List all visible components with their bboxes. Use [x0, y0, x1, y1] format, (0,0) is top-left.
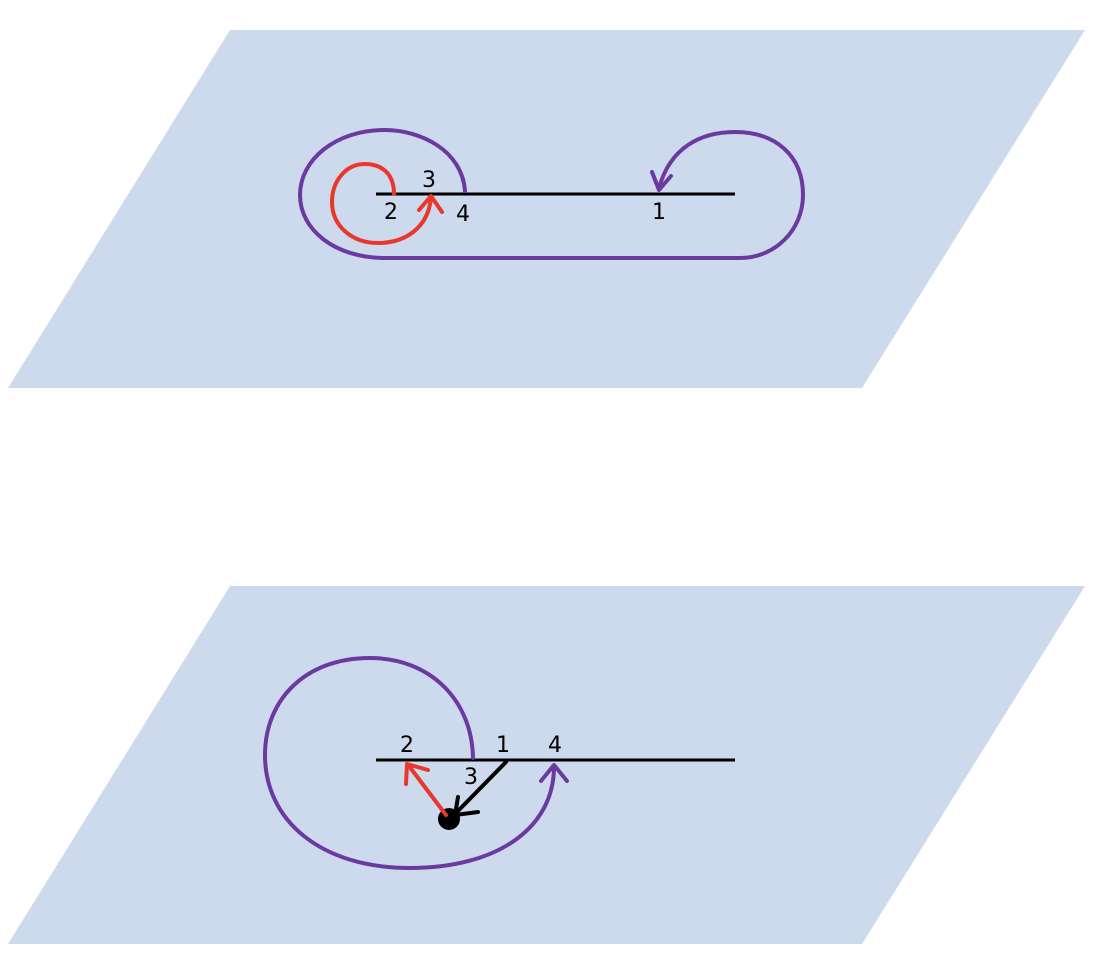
- top-label-2: 2: [384, 200, 398, 225]
- bottom-purple-path: [262, 655, 556, 871]
- bottom-black-arrowhead: [453, 795, 480, 817]
- bottom-label-3: 3: [464, 765, 478, 790]
- top-red-arrowhead: [417, 194, 444, 214]
- top-panel: 3 2 4 1: [8, 30, 1085, 388]
- bottom-plane: [8, 586, 1085, 944]
- top-red-path: [329, 161, 433, 246]
- bottom-red-arrowhead: [404, 762, 430, 786]
- top-label-4: 4: [456, 202, 470, 227]
- bottom-panel: 2 1 4 3: [8, 586, 1085, 944]
- top-label-3: 3: [422, 168, 436, 193]
- bottom-red-arrow-line: [407, 764, 448, 817]
- top-plane: [8, 30, 1085, 388]
- bottom-label-2: 2: [400, 733, 414, 758]
- top-label-1: 1: [652, 200, 666, 225]
- bottom-label-1: 1: [496, 733, 510, 758]
- bottom-black-arrow-line: [454, 760, 508, 815]
- top-purple-arrowhead: [650, 170, 673, 192]
- bottom-label-4: 4: [548, 733, 562, 758]
- bottom-purple-arrowhead: [539, 763, 569, 783]
- top-purple-path: [297, 127, 806, 260]
